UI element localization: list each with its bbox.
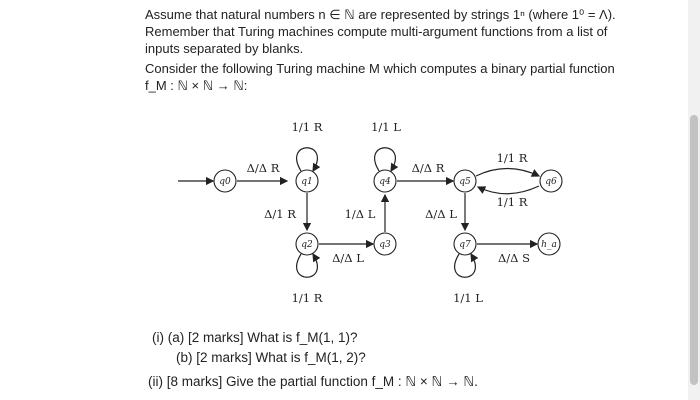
state-q6-name: q6: [545, 177, 557, 187]
scrollbar-thumb[interactable]: [690, 115, 698, 385]
state-q1-name: q1: [301, 177, 313, 187]
label-q5-q6: 1/1 R: [497, 151, 528, 165]
state-q7-name: q7: [459, 240, 471, 250]
state-q1: [295, 169, 319, 193]
edge-q6-q5: [476, 185, 540, 195]
question-i-b: (b) [2 marks] What is f_M(1, 2)?: [176, 350, 366, 365]
loop-q1: [296, 147, 321, 173]
state-q0-name: q0: [219, 177, 231, 187]
state-q2: [295, 232, 319, 256]
state-q6: [539, 169, 563, 193]
scrollbar[interactable]: [688, 0, 700, 400]
state-q7: [453, 232, 477, 256]
question-i-a: (i) (a) [2 marks] What is f_M(1, 1)?: [152, 330, 358, 345]
label-q3-q4: 1/Δ L: [345, 207, 376, 221]
label-q1-loop: 1/1 R: [292, 120, 323, 134]
state-q5-name: q5: [459, 177, 471, 187]
intro-paragraph: Assume that natural numbers n ∈ ℕ are re…: [145, 7, 616, 56]
state-q4-name: q4: [379, 177, 391, 187]
state-q0: [213, 169, 237, 193]
loop-q4: [374, 147, 399, 173]
label-q0-q1: Δ/Δ R: [247, 161, 280, 175]
label-q2-loop: 1/1 R: [292, 291, 323, 305]
machine-paragraph: Consider the following Turing machine M …: [145, 61, 615, 93]
state-ha: [537, 232, 561, 256]
loop-q7: [454, 252, 479, 278]
state-q3-name: q3: [379, 240, 391, 250]
state-q2-name: q2: [301, 240, 313, 250]
state-q5: [453, 169, 477, 193]
state-q3: [373, 232, 397, 256]
label-q5-q7: Δ/Δ L: [425, 207, 457, 221]
loop-q2: [296, 252, 321, 278]
label-q1-q2: Δ/1 R: [264, 207, 296, 221]
edge-q5-q6: [475, 167, 541, 177]
label-q7-ha: Δ/Δ S: [498, 251, 530, 265]
question-ii: (ii) [8 marks] Give the partial function…: [148, 374, 478, 389]
label-q7-loop: 1/1 L: [453, 291, 483, 305]
label-q6-q5: 1/1 R: [497, 195, 528, 209]
label-q4-loop: 1/1 L: [371, 120, 401, 134]
state-q4: [373, 169, 397, 193]
label-q2-q3: Δ/Δ L: [332, 251, 364, 265]
state-ha-name: h_a: [541, 240, 557, 250]
label-q4-q5: Δ/Δ R: [412, 161, 445, 175]
